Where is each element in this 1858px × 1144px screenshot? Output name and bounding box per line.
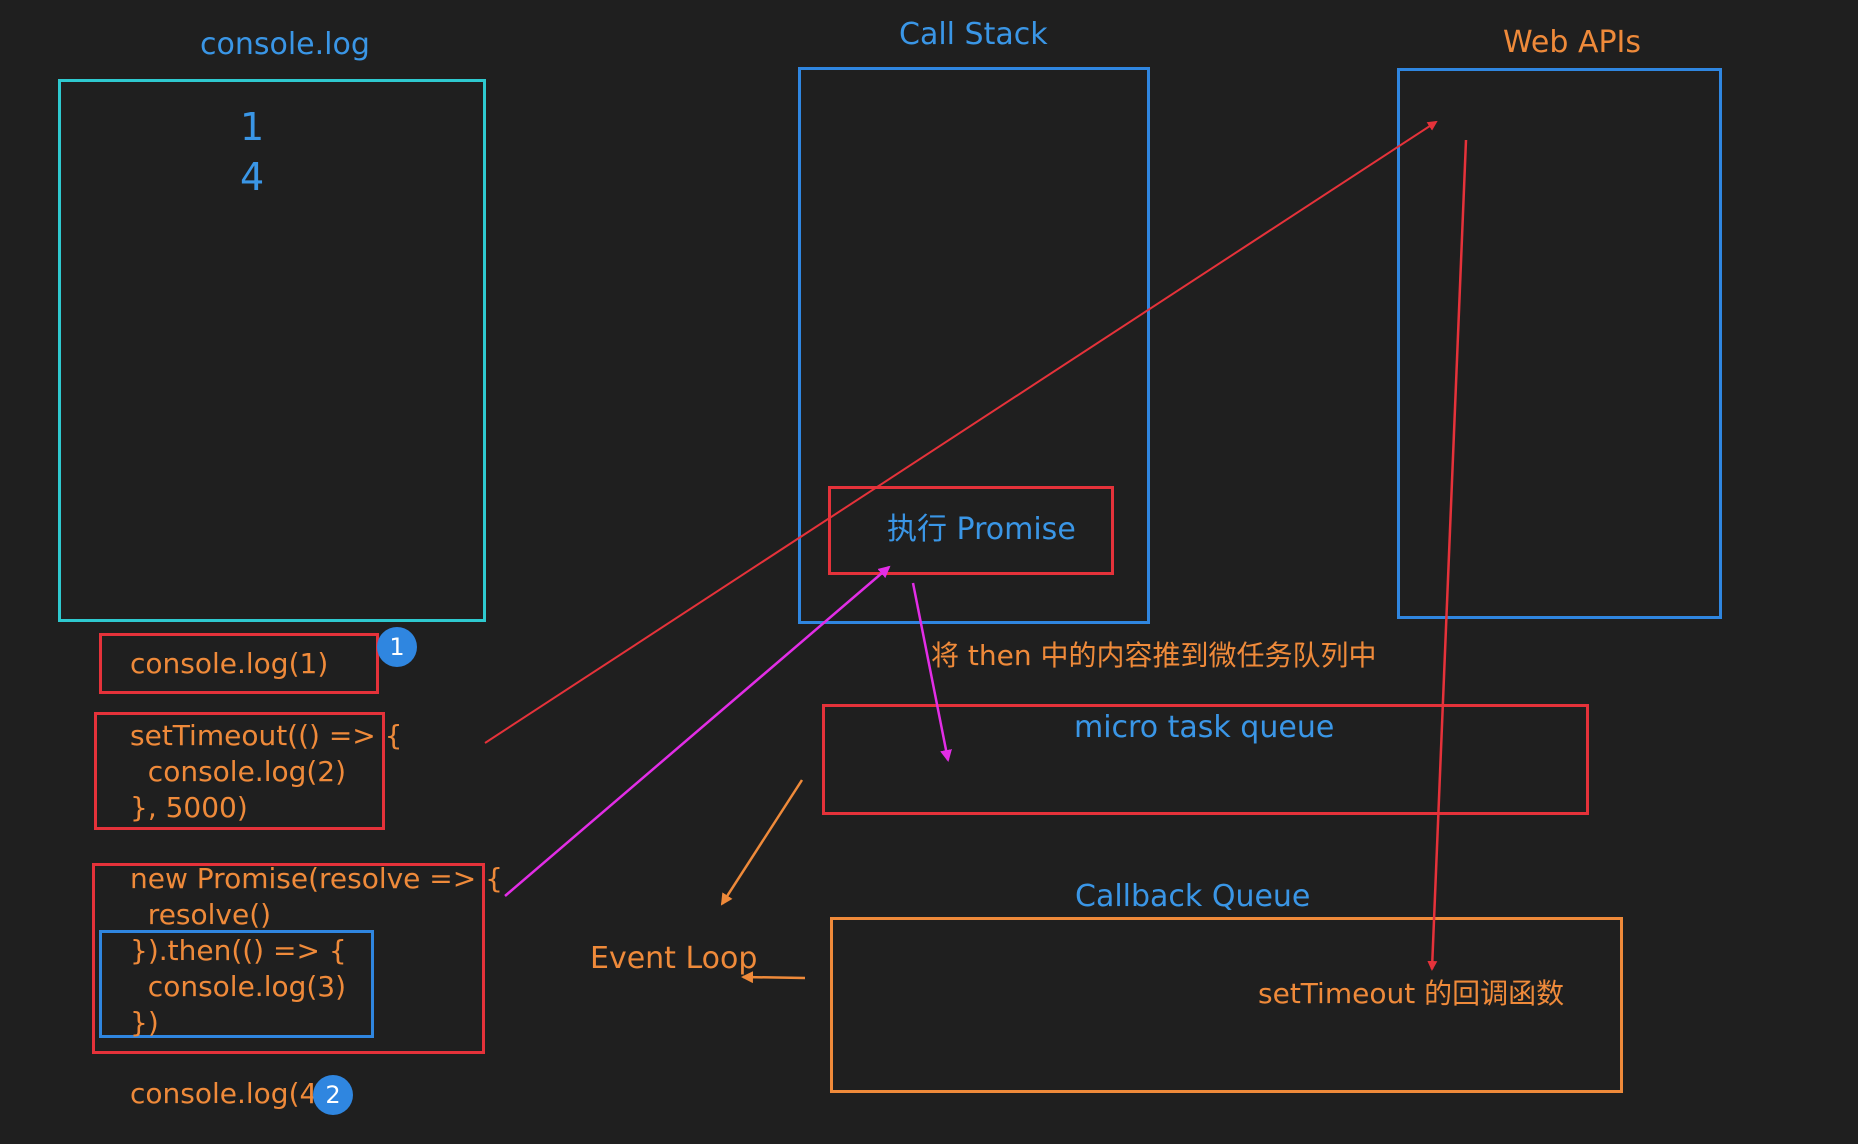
arrow-callback-to-eventloop <box>741 971 806 984</box>
code-box-log1 <box>99 633 379 694</box>
call-stack-frame-label: 执行 Promise <box>887 512 1076 547</box>
code-box-timeout <box>94 712 385 830</box>
code-timeout: setTimeout(() => { console.log(2) }, 500… <box>130 719 403 824</box>
code-promise-line1: new Promise(resolve => { <box>130 862 503 895</box>
call-stack-title: Call Stack <box>899 17 1048 52</box>
code-log1: console.log(1) <box>130 647 329 680</box>
console-panel-title: console.log <box>200 27 370 62</box>
then-annotation: 将 then 中的内容推到微任务队列中 <box>931 639 1377 672</box>
console-output-2: 4 <box>240 155 265 199</box>
code-then: }).then(() => { console.log(3) }) <box>130 934 347 1039</box>
code-log4: console.log(4) <box>130 1077 329 1110</box>
web-apis-title: Web APIs <box>1503 25 1642 60</box>
callback-queue-title: Callback Queue <box>1075 879 1311 914</box>
code-box-promise <box>92 863 485 1054</box>
step-badge-1: 1 <box>377 627 417 667</box>
callback-queue-item: setTimeout 的回调函数 <box>1258 977 1565 1010</box>
callback-queue-box <box>830 917 1623 1093</box>
code-promise-line2: resolve() <box>130 898 272 931</box>
arrow-microtask-to-eventloop <box>720 779 804 906</box>
micro-task-queue-title: micro task queue <box>1074 710 1335 745</box>
web-apis-box <box>1397 68 1722 619</box>
console-panel <box>58 79 486 622</box>
code-box-then <box>99 930 374 1038</box>
event-loop-label: Event Loop <box>590 941 758 976</box>
console-output-1: 1 <box>240 105 265 149</box>
step-badge-2: 2 <box>313 1075 353 1115</box>
